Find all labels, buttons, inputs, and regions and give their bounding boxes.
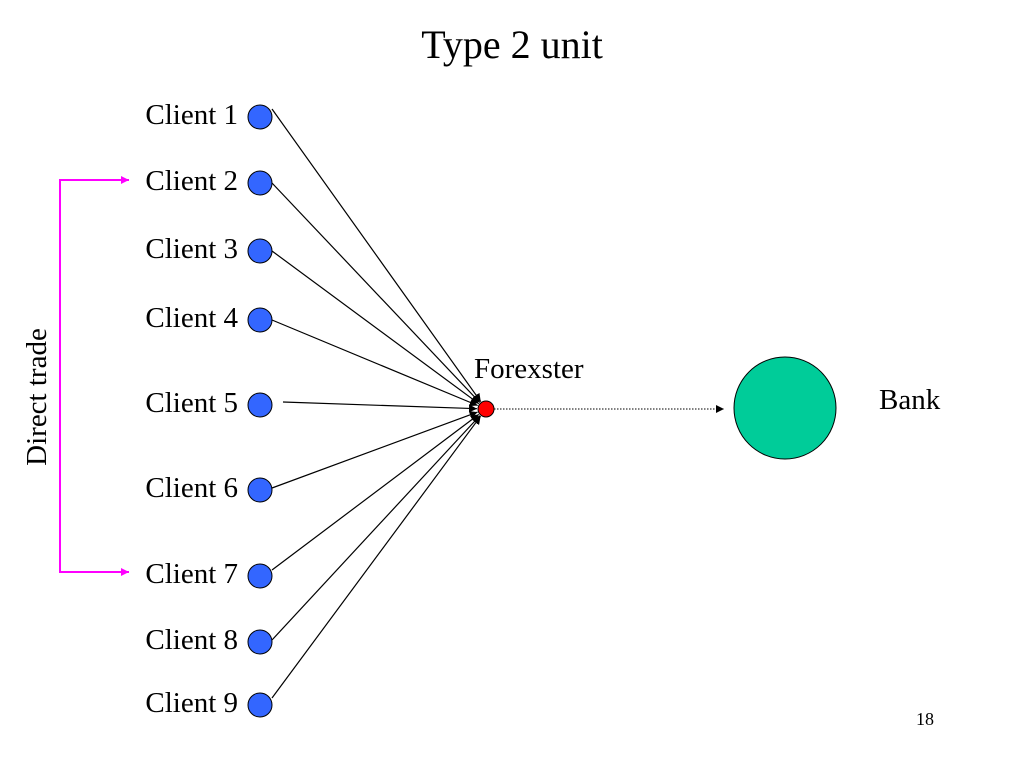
client-node-6 xyxy=(247,477,273,503)
client-node-7 xyxy=(247,563,273,589)
direct-trade-bracket xyxy=(59,179,128,573)
edge-client-5-to-forexster xyxy=(282,401,478,413)
client-nodes xyxy=(247,104,273,718)
client-node-4 xyxy=(247,307,273,333)
page-number: 18 xyxy=(916,709,934,729)
client-label-6: Client 6 xyxy=(145,472,238,504)
client-label-4: Client 4 xyxy=(145,302,238,334)
edge-client-4-to-forexster xyxy=(271,319,478,407)
edge-client-2-to-forexster xyxy=(271,182,481,403)
client-edges xyxy=(271,108,482,699)
client-label-8: Client 8 xyxy=(145,624,238,656)
client-node-2 xyxy=(247,170,273,196)
bank-label: Bank xyxy=(879,384,941,416)
client-node-3 xyxy=(247,238,273,264)
client-label-5: Client 5 xyxy=(145,387,238,419)
edge-client-1-to-forexster xyxy=(271,108,482,403)
bank-node xyxy=(733,356,837,460)
client-label-3: Client 3 xyxy=(145,233,238,265)
slide-title: Type 2 unit xyxy=(421,22,603,67)
edge-client-6-to-forexster xyxy=(271,411,478,489)
client-node-1 xyxy=(247,104,273,130)
client-label-9: Client 9 xyxy=(145,687,238,719)
client-node-9 xyxy=(247,692,273,718)
edge-client-3-to-forexster xyxy=(271,250,480,405)
client-node-8 xyxy=(247,629,273,655)
client-label-7: Client 7 xyxy=(145,558,238,590)
forexster-node xyxy=(477,400,495,418)
edge-client-9-to-forexster xyxy=(271,415,482,699)
direct-trade-label: Direct trade xyxy=(21,328,53,466)
client-label-2: Client 2 xyxy=(145,165,238,197)
client-node-5 xyxy=(247,392,273,418)
edge-client-7-to-forexster xyxy=(271,413,480,571)
client-label-1: Client 1 xyxy=(145,99,238,131)
edge-client-8-to-forexster xyxy=(271,415,481,641)
forexster-label: Forexster xyxy=(474,353,584,385)
